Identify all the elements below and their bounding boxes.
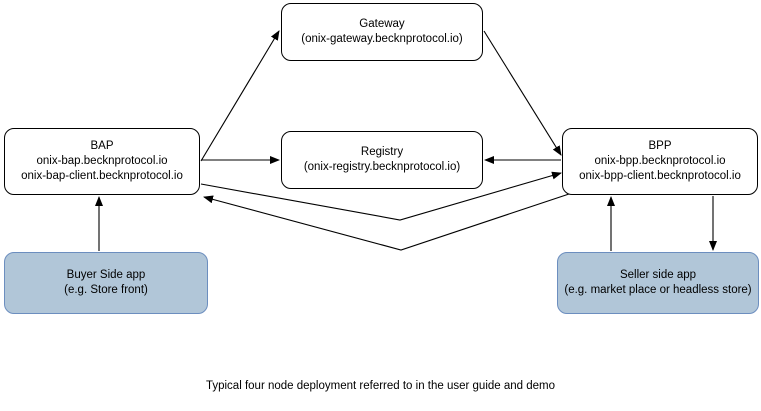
node-bap-subtitle: onix-bap.becknprotocol.io: [36, 155, 168, 168]
node-bap[interactable]: BAP onix-bap.becknprotocol.io onix-bap-c…: [4, 128, 200, 195]
node-bpp-detail: onix-bpp-client.becknprotocol.io: [579, 169, 741, 182]
diagram-caption: Typical four node deployment referred to…: [205, 380, 556, 392]
node-buyer-side-app[interactable]: Buyer Side app (e.g. Store front): [4, 252, 208, 314]
node-seller-subtitle: (e.g. market place or headless store): [564, 284, 752, 296]
node-bap-detail: onix-bap-client.becknprotocol.io: [21, 169, 183, 182]
node-bpp[interactable]: BPP onix-bpp.becknprotocol.io onix-bpp-c…: [562, 128, 758, 195]
edge-bpp-to-bap: [203, 193, 570, 251]
node-gateway[interactable]: Gateway (onix-gateway.becknprotocol.io): [281, 3, 483, 61]
node-gateway-title: Gateway: [359, 18, 405, 31]
edge-gateway-to-bpp: [483, 30, 562, 156]
edge-bap-to-gateway: [200, 30, 280, 162]
node-registry[interactable]: Registry (onix-registry.becknprotocol.io…: [281, 131, 483, 189]
edge-bap-to-bpp: [200, 171, 562, 221]
node-gateway-subtitle: (onix-gateway.becknprotocol.io): [301, 33, 463, 45]
node-buyer-title: Buyer Side app: [66, 269, 146, 282]
node-seller-side-app[interactable]: Seller side app (e.g. market place or he…: [557, 252, 759, 314]
node-registry-title: Registry: [360, 146, 404, 159]
node-buyer-subtitle: (e.g. Store front): [64, 284, 148, 296]
node-bap-title: BAP: [90, 140, 114, 153]
node-bpp-subtitle: onix-bpp.becknprotocol.io: [594, 155, 726, 168]
node-bpp-title: BPP: [648, 140, 672, 153]
node-registry-subtitle: (onix-registry.becknprotocol.io): [303, 161, 461, 173]
node-seller-title: Seller side app: [619, 269, 697, 282]
